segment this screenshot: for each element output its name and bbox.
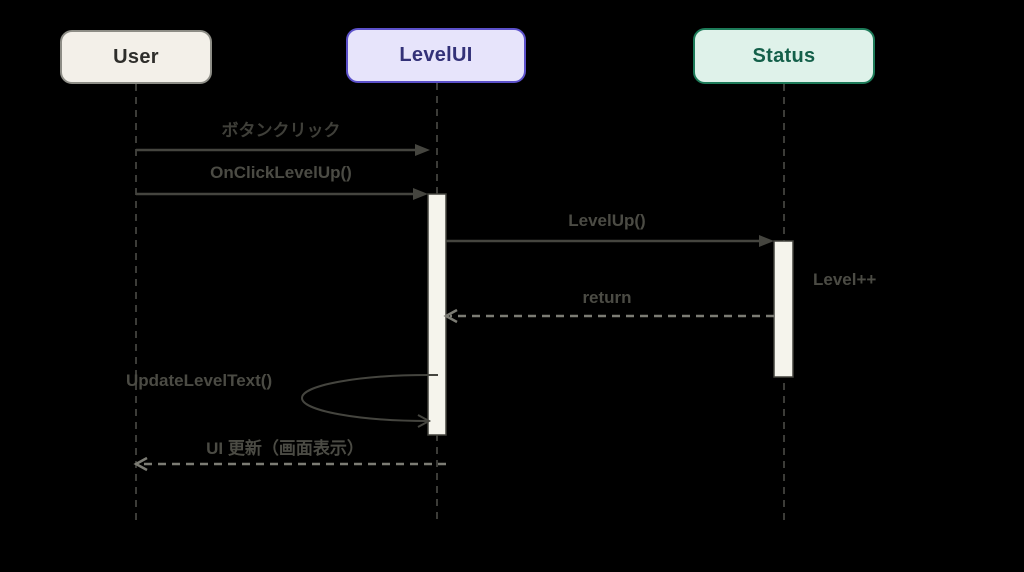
message-label-levelup: LevelUp() bbox=[568, 211, 646, 230]
actor-levelui: LevelUI bbox=[346, 28, 526, 83]
message-label-ui-update: UI 更新（画面表示） bbox=[206, 439, 364, 458]
arrow-onclicklevelup bbox=[136, 188, 428, 200]
message-label-return: return bbox=[582, 288, 632, 307]
actor-status: Status bbox=[693, 28, 875, 84]
arrow-levelup bbox=[446, 235, 774, 247]
actor-levelui-label: LevelUI bbox=[399, 44, 473, 66]
arrow-button-click bbox=[136, 144, 430, 156]
activation-bar-levelui bbox=[427, 193, 447, 436]
arrow-return bbox=[443, 308, 774, 324]
note-level-increment: Level++ bbox=[813, 270, 877, 289]
arrow-updateleveltext-self-loop bbox=[301, 374, 438, 428]
actor-user: User bbox=[60, 30, 212, 84]
arrow-ui-update bbox=[133, 456, 446, 472]
activation-bar-status bbox=[773, 240, 794, 378]
actor-user-label: User bbox=[113, 45, 159, 68]
message-label-button-click: ボタンクリック bbox=[221, 121, 341, 140]
message-label-onclicklevelup: OnClickLevelUp() bbox=[210, 163, 352, 182]
message-label-updateleveltext: UpdateLevelText() bbox=[126, 371, 273, 390]
actor-status-label: Status bbox=[752, 44, 816, 67]
